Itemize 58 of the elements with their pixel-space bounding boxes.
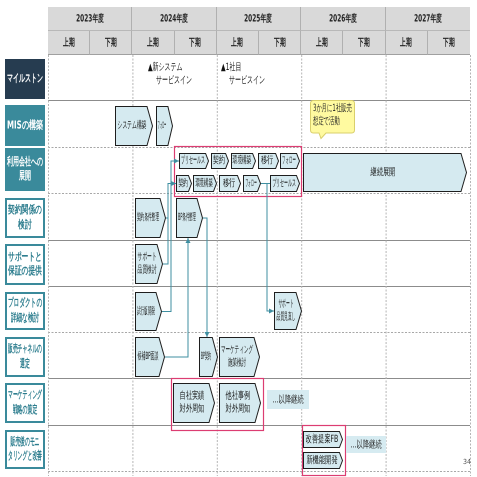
half-year-header: 上期 bbox=[48, 31, 90, 55]
year-header: 2024年度 bbox=[132, 7, 217, 31]
row-header: サポートと保証の提供 bbox=[5, 244, 45, 285]
process-step: 試行版開発 bbox=[135, 292, 162, 331]
connector-arrow bbox=[202, 218, 210, 338]
process-step: フォロー bbox=[243, 175, 261, 192]
half-year-header: 上期 bbox=[132, 31, 175, 55]
process-step: BP契約 bbox=[199, 337, 218, 377]
process-step: 改善提案FB bbox=[303, 431, 343, 448]
process-step: 契約 bbox=[176, 175, 192, 192]
row-header: 契約関係の検討 bbox=[5, 198, 45, 238]
half-year-header: 下期 bbox=[174, 31, 217, 55]
row-header: プロダクトの詳細な検討 bbox=[5, 292, 45, 330]
row-header: 販売チャネルの選定 bbox=[5, 337, 45, 377]
row-header: 販売後のモニタリングと改善 bbox=[5, 430, 45, 469]
half-year-header: 上期 bbox=[386, 31, 428, 55]
connector-arrow bbox=[162, 158, 180, 312]
year-header: 2027年度 bbox=[386, 7, 470, 31]
process-step: BP条件整理 bbox=[176, 198, 203, 238]
process-step: プリセールス bbox=[179, 153, 209, 169]
process-step: 契約 bbox=[211, 153, 229, 169]
process-step: 移行 bbox=[219, 175, 241, 192]
process-step: 候補BP面談 bbox=[135, 337, 165, 377]
process-step: サポート品質検討 bbox=[135, 244, 163, 284]
connector-arrow bbox=[260, 183, 274, 314]
row-header: MISの構築 bbox=[5, 105, 45, 146]
process-step: サポート品質見直し bbox=[274, 292, 302, 330]
continuation-tag: …以降継続 bbox=[346, 436, 386, 453]
process-step: フォロー bbox=[280, 153, 300, 169]
process-step: 他社事例対外周知 bbox=[219, 383, 261, 423]
connector-arrow bbox=[164, 238, 190, 358]
milestone-label: ▲1社目サービスイン bbox=[221, 61, 266, 87]
process-step: 環境構築 bbox=[193, 175, 217, 192]
half-year-header: 上期 bbox=[216, 31, 259, 55]
half-year-header: 上期 bbox=[301, 31, 344, 55]
year-header: 2026年度 bbox=[301, 7, 386, 31]
callout-note: 3か月に1社販売想定で活動 bbox=[310, 100, 355, 139]
process-step: フォロー bbox=[156, 106, 173, 146]
row-header: マイルストン bbox=[5, 59, 45, 99]
half-year-header: 下期 bbox=[428, 31, 470, 55]
year-header: 2025年度 bbox=[216, 7, 302, 31]
process-step: 移行 bbox=[258, 153, 279, 169]
process-step: 環境構築 bbox=[231, 153, 256, 169]
process-step: 新機能開発 bbox=[303, 452, 343, 469]
process-step: プリセールス bbox=[270, 175, 300, 192]
process-step: 契約条件整理 bbox=[135, 198, 166, 238]
row-header: 利用会社への展開 bbox=[5, 148, 45, 191]
process-step: システム構築 bbox=[115, 106, 153, 146]
milestone-label: ▲新システムサービスイン bbox=[148, 61, 193, 87]
process-step: 自社実績対外周知 bbox=[173, 383, 215, 423]
process-step: 継続展開 bbox=[303, 153, 467, 192]
connector-arrow bbox=[162, 181, 176, 264]
half-year-header: 下期 bbox=[343, 31, 386, 55]
half-year-header: 下期 bbox=[259, 31, 302, 55]
continuation-tag: …以降継続 bbox=[267, 390, 309, 409]
row-header: マーケティング戦略の策定 bbox=[5, 383, 45, 423]
year-header: 2023年度 bbox=[48, 7, 132, 31]
half-year-header: 下期 bbox=[90, 31, 132, 55]
